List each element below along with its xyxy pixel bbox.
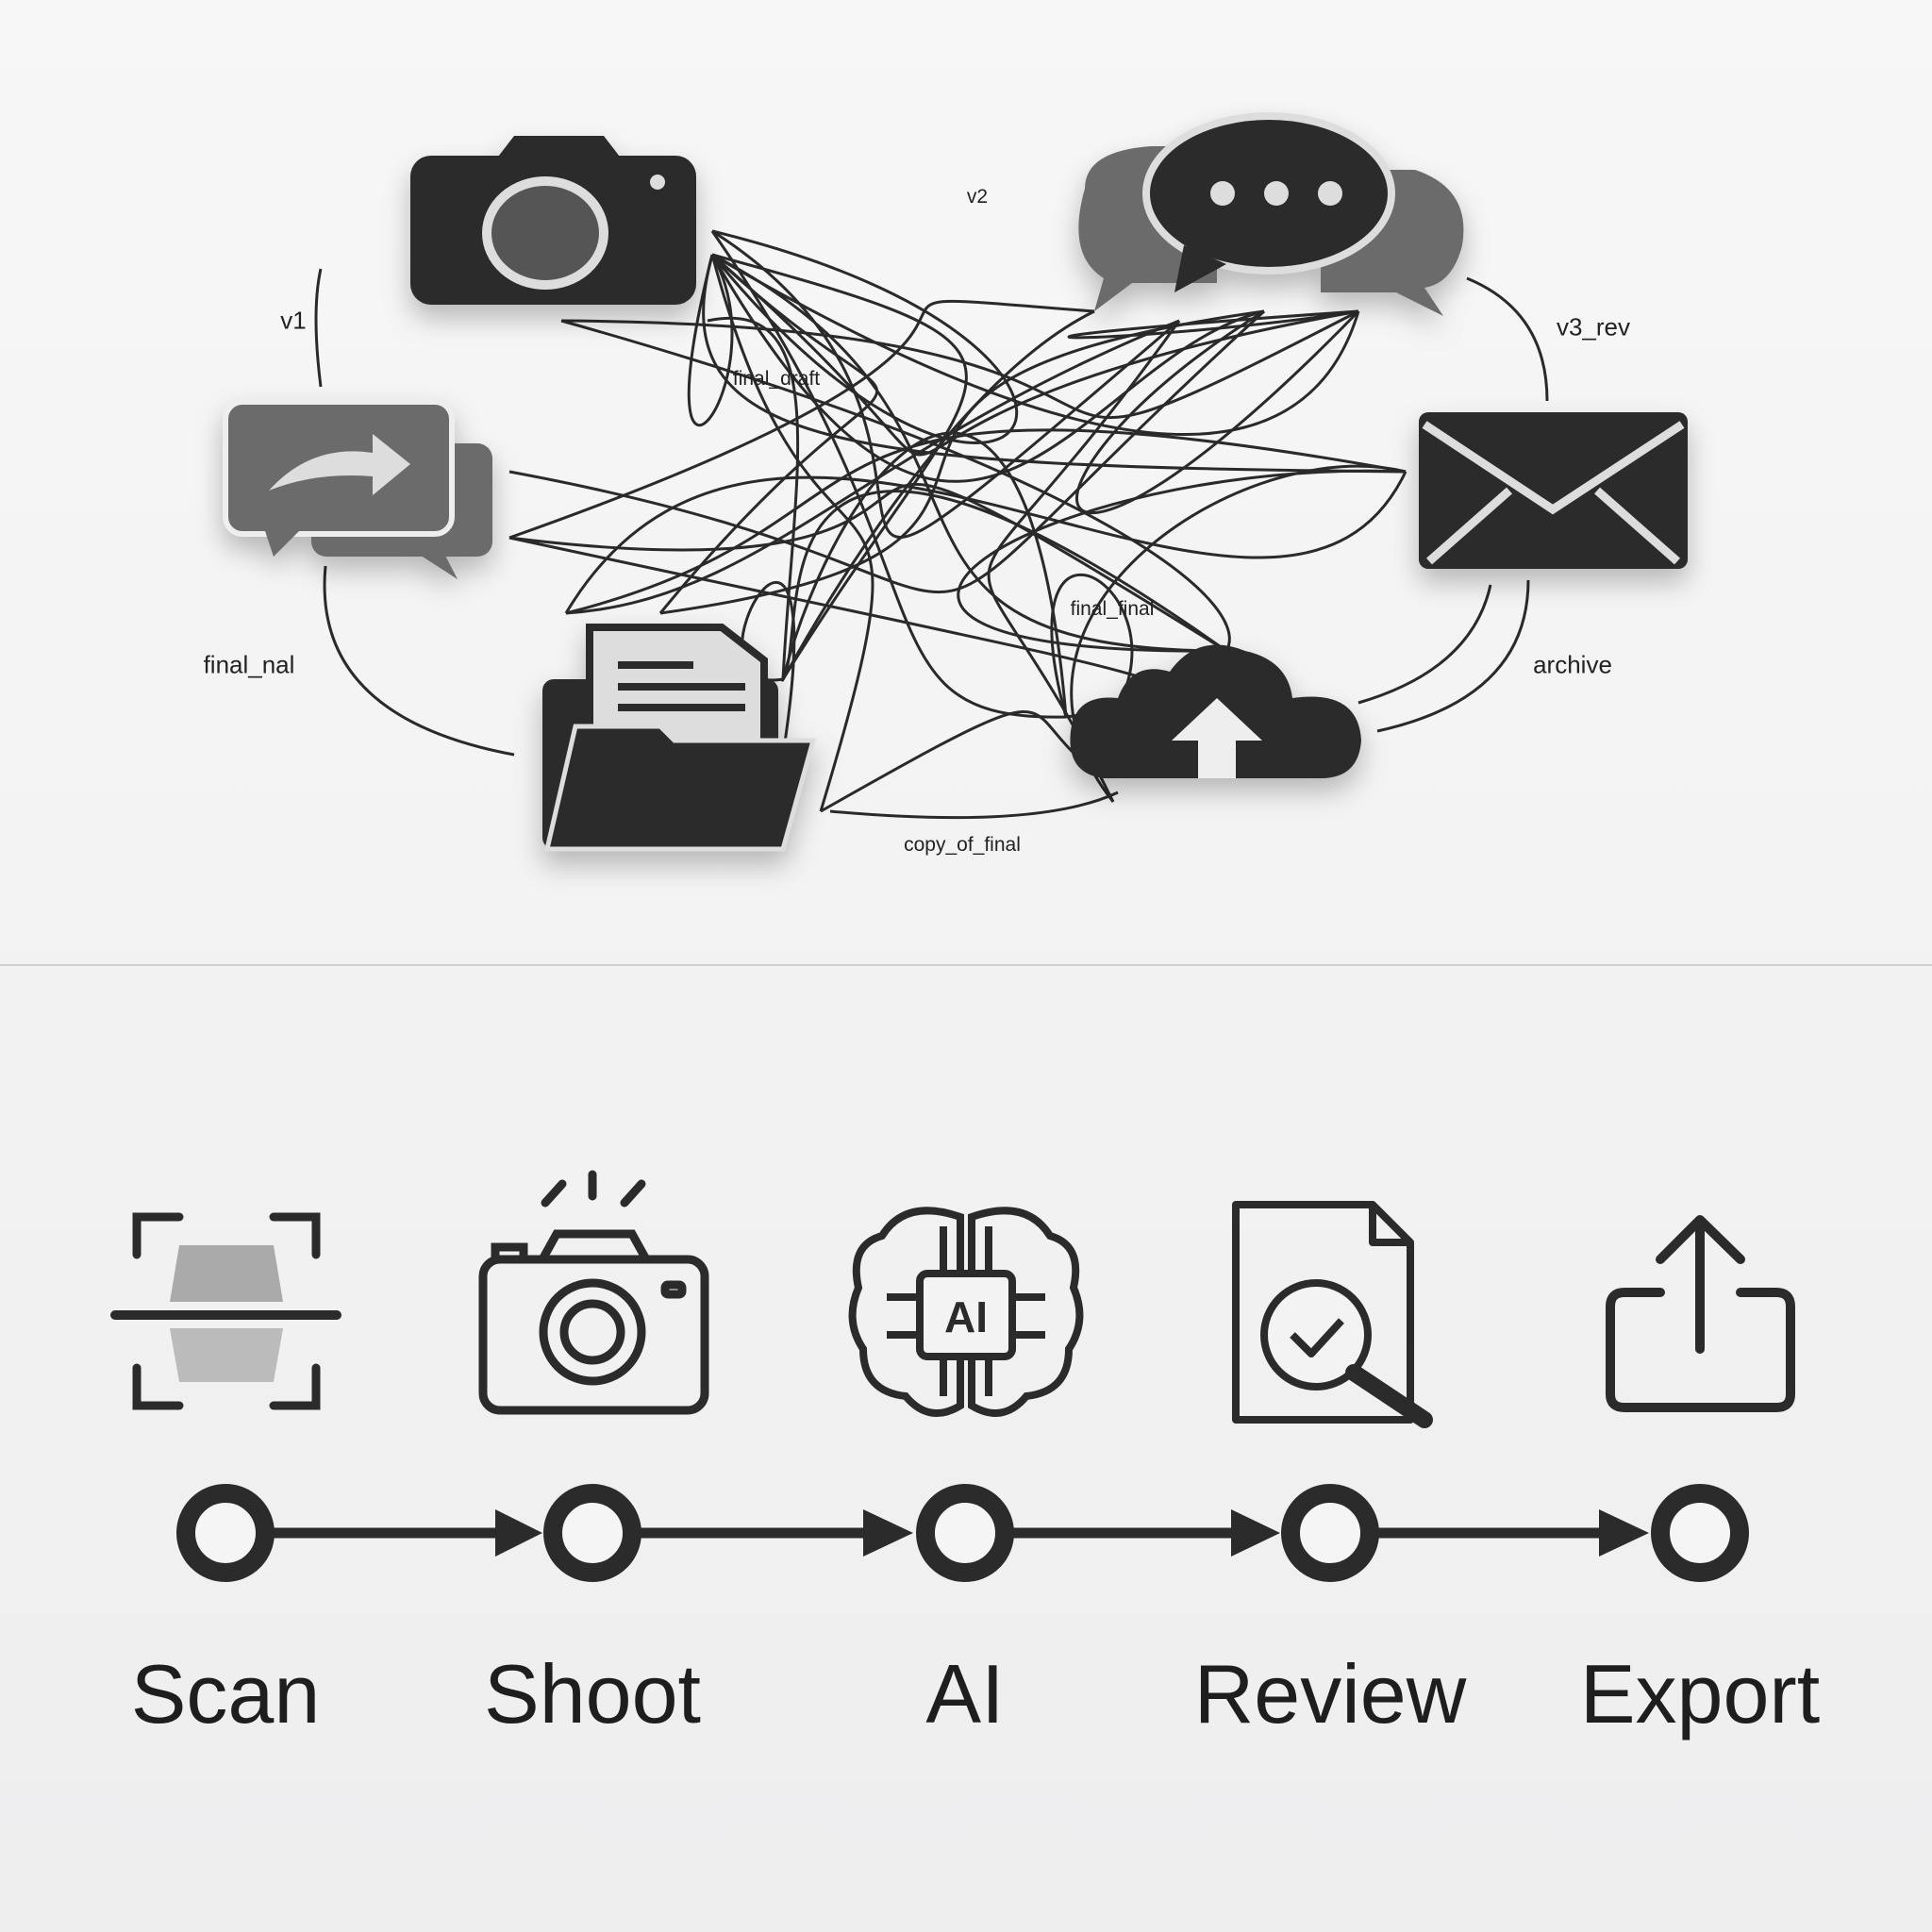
connection-line — [659, 309, 1265, 615]
connection-line — [658, 253, 879, 614]
connection-line — [1067, 309, 1359, 340]
connection-line — [829, 791, 1119, 820]
label-final-draft: final_draft — [732, 368, 821, 390]
connection-line — [1466, 276, 1549, 402]
envelope-icon — [1419, 412, 1688, 569]
step-label-ai: AI — [925, 1647, 1005, 1740]
connection-line — [707, 316, 800, 680]
connection-line — [820, 710, 1077, 813]
connection-line — [781, 490, 1227, 680]
step-node-shoot — [543, 1484, 641, 1582]
connection-line — [781, 431, 1068, 718]
connection-line — [565, 319, 1180, 615]
cloud-upload-icon — [1070, 644, 1361, 778]
connection-line — [564, 471, 1407, 614]
section-divider — [0, 964, 1932, 966]
label-final-nal: final_nal — [203, 650, 295, 679]
scan-icon — [110, 1212, 341, 1410]
step-label-scan: Scan — [130, 1647, 321, 1740]
connection-line — [508, 482, 1227, 653]
document-review-icon — [1232, 1201, 1433, 1428]
connection-line — [711, 253, 968, 680]
step-label-review: Review — [1193, 1647, 1467, 1740]
connection-line — [711, 253, 1360, 436]
connection-line — [1075, 309, 1360, 515]
connection-line — [710, 254, 1265, 483]
connection-line — [565, 428, 1407, 615]
camera-outline-icon — [478, 1170, 709, 1415]
step-node-scan — [176, 1484, 275, 1582]
workflow-timeline — [176, 1484, 1749, 1582]
label-v2: v2 — [966, 186, 989, 208]
step-node-ai — [916, 1484, 1014, 1582]
label-copy-of-final: copy_of_final — [904, 834, 1021, 856]
label-v1: v1 — [280, 306, 307, 335]
step-node-export — [1651, 1484, 1749, 1582]
connection-line — [702, 254, 1407, 474]
export-share-icon — [1606, 1215, 1795, 1412]
connection-line — [560, 319, 1231, 652]
connection-line — [711, 229, 1180, 540]
ai-brain-icon — [848, 1207, 1084, 1417]
label-final-final: final_final — [1070, 598, 1155, 620]
connection-line — [710, 229, 1019, 444]
connection-line — [314, 268, 323, 388]
step-label-shoot: Shoot — [484, 1647, 701, 1740]
chat-bubbles-icon — [1078, 112, 1464, 316]
share-message-icon — [223, 399, 492, 579]
camera-icon — [410, 136, 696, 305]
connection-line — [1376, 579, 1530, 733]
connection-line — [508, 299, 1095, 540]
ai-chip-text: AI — [944, 1292, 988, 1341]
connection-line — [323, 565, 515, 757]
connection-line — [710, 254, 874, 812]
step-label-export: Export — [1579, 1647, 1821, 1740]
tangled-connections — [314, 229, 1549, 820]
connection-line — [1357, 584, 1492, 705]
step-node-review — [1281, 1484, 1379, 1582]
label-archive: archive — [1533, 650, 1612, 679]
connection-line — [710, 230, 1067, 719]
label-v3-rev: v3_rev — [1556, 312, 1631, 341]
connection-line — [711, 253, 1359, 457]
connection-line — [957, 469, 1407, 653]
folder-document-icon — [542, 624, 817, 852]
